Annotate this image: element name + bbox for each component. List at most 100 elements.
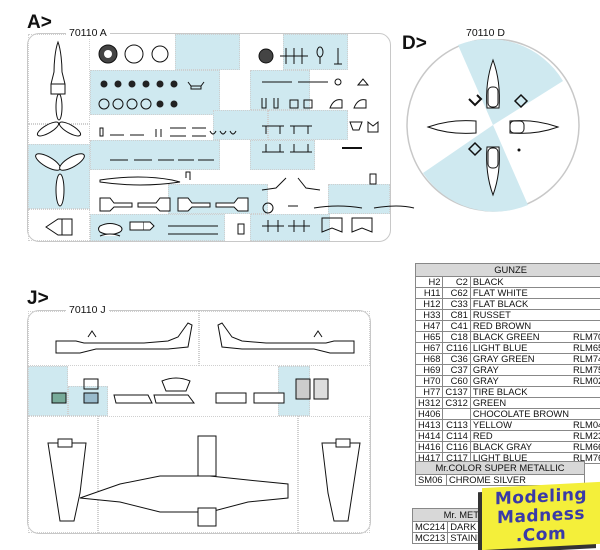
mr-color-code: C60	[443, 376, 470, 387]
rlm-code: RLM66	[571, 442, 600, 453]
rlm-code: RLM04	[571, 420, 600, 431]
wing-right-part	[318, 439, 362, 529]
spinner-part	[42, 216, 76, 238]
fuselage-left-part	[52, 319, 192, 359]
color-name: RED	[470, 431, 571, 442]
fuselage-right-part	[218, 319, 358, 359]
modeling-madness-logo: Modeling Madness .Com	[482, 482, 600, 550]
rlm-code	[571, 387, 600, 398]
mr-color-code: C113	[443, 420, 470, 431]
rlm-code: RLM70	[571, 332, 600, 343]
hobby-color-code: H47	[416, 321, 443, 332]
hobby-color-code: H414	[416, 431, 443, 442]
bomb-parts	[98, 220, 258, 240]
paint-code: MC213	[413, 533, 448, 544]
sprue-a-frame	[27, 33, 391, 242]
sprue-a-cell	[175, 34, 240, 70]
mr-color-code: C2	[443, 277, 470, 288]
mr-color-code: C33	[443, 299, 470, 310]
small-parts-row	[98, 154, 258, 194]
table-row: H413C113YELLOWRLM04	[416, 420, 600, 431]
sprue-d-code: 70110 D	[463, 27, 508, 39]
color-name: YELLOW	[470, 420, 571, 431]
gunze-table-title: GUNZE	[416, 264, 600, 277]
hobby-color-code: H70	[416, 376, 443, 387]
canopy-part	[46, 40, 70, 96]
rlm-code	[571, 409, 600, 420]
rlm-code	[571, 321, 600, 332]
wing-lower-part	[118, 436, 298, 528]
mr-color-code	[443, 409, 470, 420]
hobby-color-code: H11	[416, 288, 443, 299]
hobby-color-code: H67	[416, 343, 443, 354]
mr-color-code: C37	[443, 365, 470, 376]
color-name: GRAY GREEN	[470, 354, 571, 365]
paint-code: SM06	[416, 475, 447, 486]
color-name: CHOCOLATE BROWN	[470, 409, 571, 420]
table-row: H69C37GRAYRLM75	[416, 365, 600, 376]
super-metallic-table: Mr.COLOR SUPER METALLIC SM06 CHROME SILV…	[415, 461, 585, 486]
color-name: RUSSET	[470, 310, 571, 321]
section-a-label: A>	[27, 12, 52, 34]
sprue-j-code: 70110 J	[66, 304, 109, 316]
propeller-2-blade-part	[36, 94, 82, 144]
color-name: GREEN	[470, 398, 571, 409]
rlm-code: RLM75	[571, 365, 600, 376]
sprue-a-code: 70110 A	[66, 27, 110, 39]
hobby-color-code: H69	[416, 365, 443, 376]
hobby-color-code: H33	[416, 310, 443, 321]
color-name: FLAT WHITE	[470, 288, 571, 299]
paint-code: MC214	[413, 522, 448, 533]
propeller-3-blade-part	[34, 148, 86, 208]
exhaust-parts	[98, 194, 248, 212]
radial-engine-part	[258, 44, 348, 68]
small-parts-row	[98, 126, 243, 140]
mr-color-code: C41	[443, 321, 470, 332]
hobby-color-code: H12	[416, 299, 443, 310]
mr-color-code: C62	[443, 288, 470, 299]
color-name: LIGHT BLUE	[470, 343, 571, 354]
landing-gear-parts	[258, 76, 388, 116]
table-row: H70C60GRAYRLM02	[416, 376, 600, 387]
bracket-parts	[258, 174, 388, 234]
color-name: RED BROWN	[470, 321, 571, 332]
color-name: BLACK	[470, 277, 571, 288]
color-name: BLACK GREEN	[470, 332, 571, 343]
hobby-color-code: H406	[416, 409, 443, 420]
mr-color-code: C116	[443, 343, 470, 354]
table-row: H406 CHOCOLATE BROWN	[416, 409, 600, 420]
section-j-label: J>	[27, 288, 49, 310]
rlm-code	[571, 299, 600, 310]
hobby-color-code: H312	[416, 398, 443, 409]
rlm-code: RLM65	[571, 343, 600, 354]
rlm-code	[571, 277, 600, 288]
color-name: TIRE BLACK	[470, 387, 571, 398]
sprue-j-frame	[27, 310, 371, 534]
hobby-color-code: H416	[416, 442, 443, 453]
rlm-code	[571, 288, 600, 299]
rlm-code	[571, 398, 600, 409]
hobby-color-code: H2	[416, 277, 443, 288]
mr-color-code: C116	[443, 442, 470, 453]
color-name: FLAT BLACK	[470, 299, 571, 310]
hobby-color-code: H413	[416, 420, 443, 431]
rlm-code: RLM23	[571, 431, 600, 442]
mr-color-code: C312	[443, 398, 470, 409]
color-name: GRAY	[470, 376, 571, 387]
hobby-color-code: H65	[416, 332, 443, 343]
color-name: GRAY	[470, 365, 571, 376]
mr-color-code: C36	[443, 354, 470, 365]
rlm-code	[571, 310, 600, 321]
mr-color-code: C81	[443, 310, 470, 321]
rlm-code: RLM02	[571, 376, 600, 387]
hobby-color-code: H68	[416, 354, 443, 365]
